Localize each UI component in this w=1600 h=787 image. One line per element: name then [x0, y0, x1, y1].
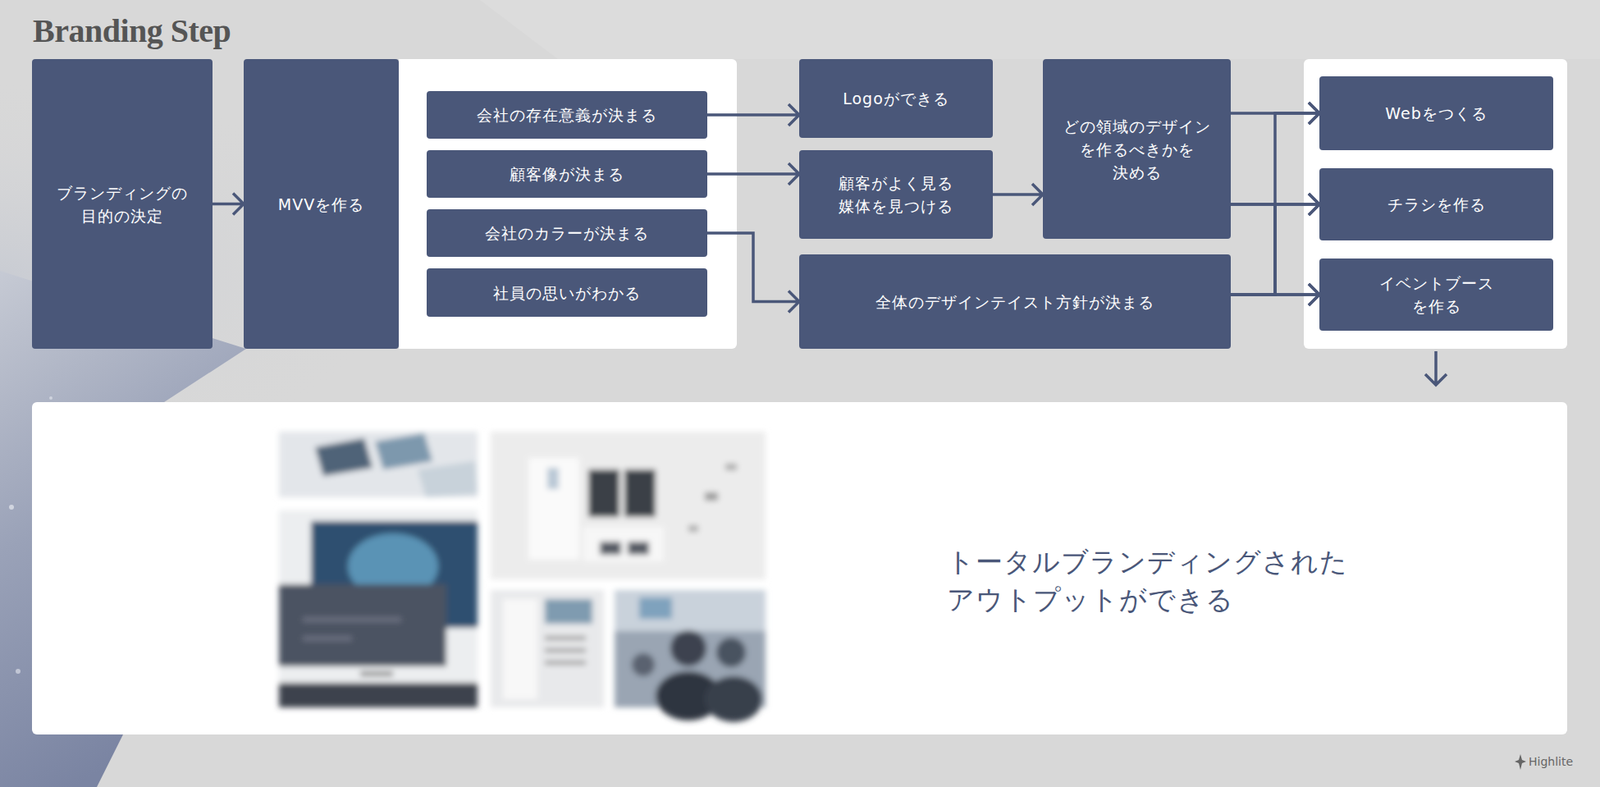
output-text: トータルブランディングされた アウトプットができる — [946, 543, 1349, 619]
photo — [704, 676, 763, 723]
process-box: イベントブース を作る — [1319, 258, 1554, 331]
box-label: 全体のデザインテイスト方針が決まる — [875, 290, 1155, 314]
photo — [544, 660, 586, 665]
output-panel: トータルブランディングされた アウトプットができる — [32, 402, 1568, 735]
brand-mark: Highlite — [1528, 754, 1573, 769]
process-box: MVVを作る — [243, 59, 399, 349]
process-box: 社員の思いがわかる — [426, 268, 708, 317]
flow-arrow — [1230, 193, 1320, 295]
process-box: ブランディングの 目的の決定 — [32, 59, 213, 349]
process-box: 会社の存在意義が決まる — [426, 91, 708, 139]
photo — [417, 461, 478, 498]
photo — [360, 671, 394, 677]
photo — [502, 598, 538, 700]
photo — [528, 457, 580, 560]
photo — [278, 584, 447, 667]
box-label: イベントブース を作る — [1379, 271, 1495, 318]
box-label: Logoができる — [842, 86, 950, 110]
photo-collage — [278, 431, 766, 723]
photo — [547, 467, 559, 490]
box-label: 顧客がよく見る 媒体を見つける — [838, 171, 954, 218]
photo — [374, 433, 433, 470]
photo — [631, 653, 655, 677]
photo — [315, 438, 373, 476]
box-label: ブランディングの 目的の決定 — [56, 181, 188, 228]
photo — [639, 597, 672, 619]
photo — [302, 635, 352, 641]
flow-arrow — [707, 233, 800, 313]
box-label: Webをつくる — [1385, 101, 1487, 125]
photo — [670, 630, 707, 667]
box-label: MVVを作る — [278, 192, 365, 216]
sparkle — [49, 396, 53, 400]
photo — [624, 469, 656, 517]
flow-arrow — [992, 183, 1043, 206]
photo — [588, 469, 620, 517]
box-label: 社員の思いがわかる — [493, 281, 641, 305]
sparkle — [9, 504, 14, 510]
photo — [278, 510, 478, 708]
process-box: どの領域のデザイン を作るべきかを 決める — [1042, 59, 1231, 239]
flow-arrow — [1230, 102, 1320, 295]
box-label: チラシを作る — [1387, 192, 1486, 216]
photo — [627, 541, 650, 555]
down-arrow — [1425, 351, 1447, 385]
process-box: Logoができる — [799, 59, 993, 138]
flow-arrow — [1230, 283, 1320, 306]
flow-arrow — [212, 193, 244, 215]
sparkle — [15, 668, 21, 674]
photo — [490, 431, 766, 580]
box-label: 会社のカラーが決まる — [484, 221, 650, 245]
photo — [583, 526, 664, 562]
logo-icon — [1514, 754, 1527, 770]
process-box: Webをつくる — [1319, 76, 1554, 151]
diagram-title: Branding Step — [32, 11, 231, 51]
box-label: 顧客像が決まる — [509, 162, 625, 186]
process-box: 顧客像が決まる — [426, 150, 708, 198]
process-box: 全体のデザインテイスト方針が決まる — [799, 254, 1231, 349]
photo — [278, 431, 478, 498]
process-box: チラシを作る — [1319, 168, 1554, 241]
photo — [716, 637, 746, 668]
photo — [599, 541, 622, 555]
flow-arrow — [707, 104, 800, 126]
process-box: 顧客がよく見る 媒体を見つける — [799, 150, 993, 239]
photo — [688, 525, 699, 532]
photo — [704, 492, 718, 501]
photo — [544, 648, 586, 653]
process-box: 会社のカラーが決まる — [426, 209, 708, 257]
flow-arrow — [707, 163, 800, 185]
box-label: 会社の存在意義が決まる — [476, 103, 658, 127]
photo — [544, 598, 593, 624]
photo — [614, 589, 766, 631]
photo — [278, 682, 478, 708]
photo — [725, 463, 737, 471]
photo — [544, 635, 586, 640]
box-label: どの領域のデザイン を作るべきかを 決める — [1063, 114, 1212, 184]
photo — [490, 589, 604, 708]
photo — [302, 617, 402, 622]
